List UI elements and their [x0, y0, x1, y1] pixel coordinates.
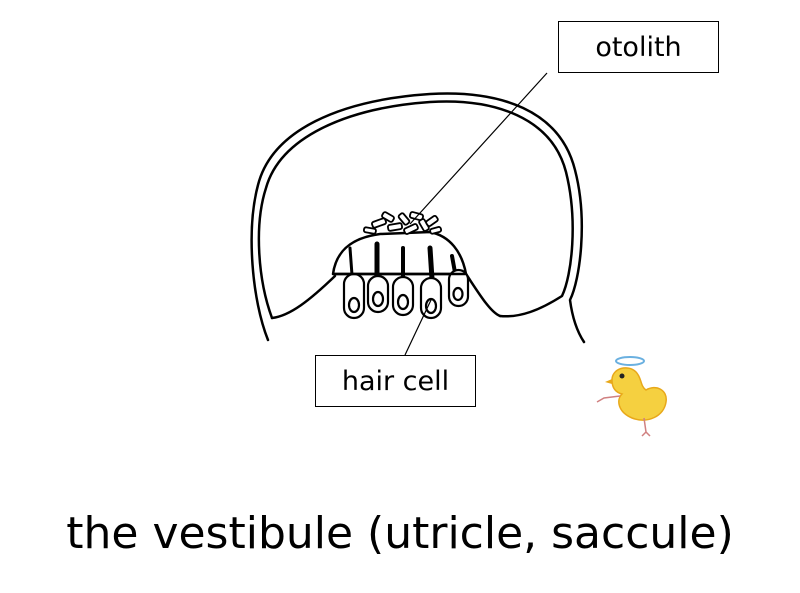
otolith-crystal [429, 226, 443, 235]
hair-cell [391, 275, 415, 317]
duck-beak [605, 379, 612, 384]
otolith-crystal [397, 212, 411, 226]
otolith-crystals [362, 211, 443, 235]
membrane-floor-left [270, 274, 337, 320]
otolith-crystal [371, 217, 387, 229]
otolith-crystal [425, 214, 439, 228]
otolith-label: otolith [558, 21, 719, 73]
duck-icon [596, 356, 667, 437]
otolith-crystal [403, 223, 419, 235]
hair-cell-leader-line [404, 299, 432, 356]
duck-body [611, 367, 667, 421]
duck-halo [615, 356, 645, 366]
otolith-crystal [387, 222, 403, 232]
membrane-floor-right [464, 272, 502, 318]
membrane-outer-line [250, 92, 586, 344]
duck-leg [641, 417, 651, 437]
membrane-inner-line [257, 100, 574, 320]
otolith-crystal [362, 226, 377, 235]
hair-bundle [348, 246, 354, 277]
otolith-crystal [381, 211, 395, 223]
duck-wing [596, 395, 621, 403]
hair-cell-label: hair cell [315, 355, 476, 407]
hair-cell [419, 276, 443, 320]
hair-cell [342, 272, 366, 320]
diagram-caption: the vestibule (utricle, saccule) [66, 508, 734, 559]
hair-cells [342, 268, 470, 320]
duck-eye [619, 373, 625, 379]
otolith-leader-line [409, 72, 548, 225]
hair-cell [366, 274, 390, 314]
hair-cell [447, 268, 470, 308]
